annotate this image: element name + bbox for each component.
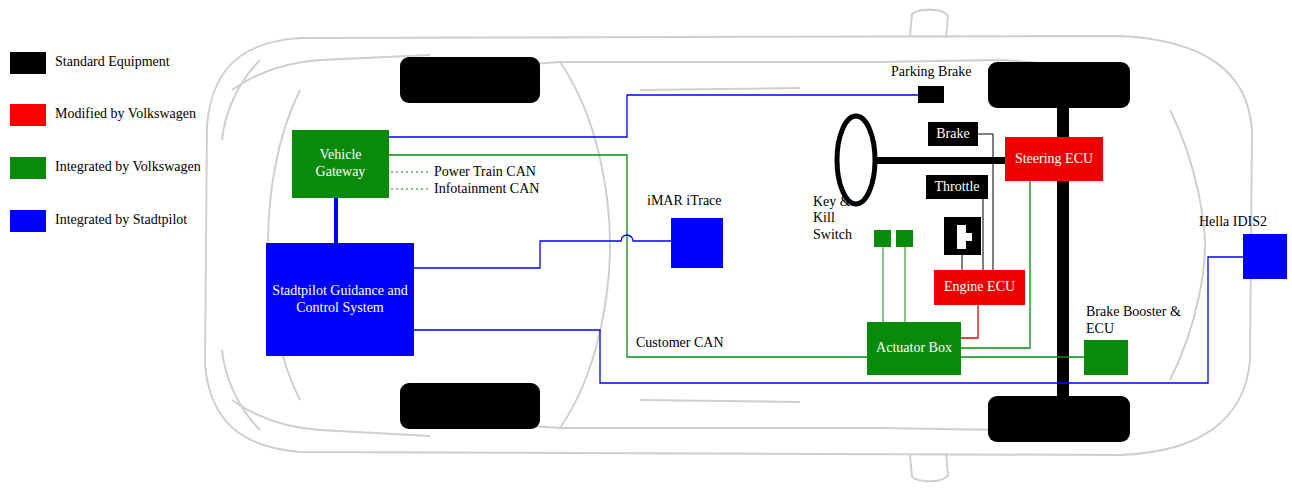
connector-line	[389, 155, 867, 357]
legend-text: Integrated by Stadtpilot	[55, 212, 187, 229]
legend-text: Integrated by Volkswagen	[55, 159, 201, 176]
connector-line	[978, 134, 993, 270]
node-text: Steering ECU	[1011, 151, 1097, 168]
legend-swatch	[10, 52, 46, 74]
legend-swatch	[10, 210, 46, 232]
node-text: Engine ECU	[940, 279, 1019, 296]
connector-line	[961, 356, 1084, 357]
bus-label: Customer CAN	[636, 335, 724, 352]
connector-line	[414, 235, 671, 268]
node-label: Key & Kill Switch	[813, 194, 871, 244]
connector-line	[883, 247, 905, 322]
connector-line	[389, 95, 918, 137]
legend-text: Modified by Volkswagen	[55, 106, 196, 123]
node-label: Brake Booster & ECU	[1086, 304, 1186, 338]
sensor-box: iMAR iTrace	[671, 218, 723, 268]
legend-swatch	[10, 104, 46, 126]
legend-swatch	[10, 157, 46, 179]
connector-line	[334, 198, 338, 243]
legend-text: Standard Equipment	[55, 54, 170, 71]
bus-label: Infotainment CAN	[434, 181, 539, 198]
node-label: Hella IDIS2	[1199, 214, 1289, 231]
node-label: iMAR iTrace	[647, 193, 767, 210]
bus-label: Power Train CAN	[434, 164, 536, 181]
node-label: Parking Brake	[891, 64, 1001, 81]
node-text: Actuator Box	[872, 340, 956, 357]
gateway-box: Vehicle Gateway	[292, 130, 389, 198]
pedal-box: Throttle	[926, 175, 988, 199]
actuator-box: Actuator Box	[867, 322, 961, 375]
brake-booster-box: Brake Booster & ECU	[1084, 340, 1128, 375]
connector-line	[983, 199, 984, 270]
switch-square	[874, 230, 891, 247]
guidance-box: Stadtpilot Guidance and Control System	[266, 243, 414, 356]
sensor-box: Hella IDIS2	[1243, 234, 1287, 279]
node-text: Throttle	[930, 179, 983, 196]
parking-brake-box: Parking Brake	[918, 86, 944, 103]
node-text: Brake	[932, 126, 973, 143]
node-text: Vehicle Gateway	[292, 147, 389, 181]
connector-line	[414, 257, 1243, 383]
connector-line	[961, 181, 1030, 348]
switch-box: Key & Kill Switch	[874, 230, 913, 247]
switch-square	[896, 230, 913, 247]
node-text: Stadtpilot Guidance and Control System	[266, 283, 414, 317]
pedal-box: Brake	[928, 122, 978, 146]
ecu-box: Steering ECU	[1005, 137, 1103, 181]
connector-line	[961, 305, 978, 338]
ecu-box: Engine ECU	[934, 270, 1025, 305]
